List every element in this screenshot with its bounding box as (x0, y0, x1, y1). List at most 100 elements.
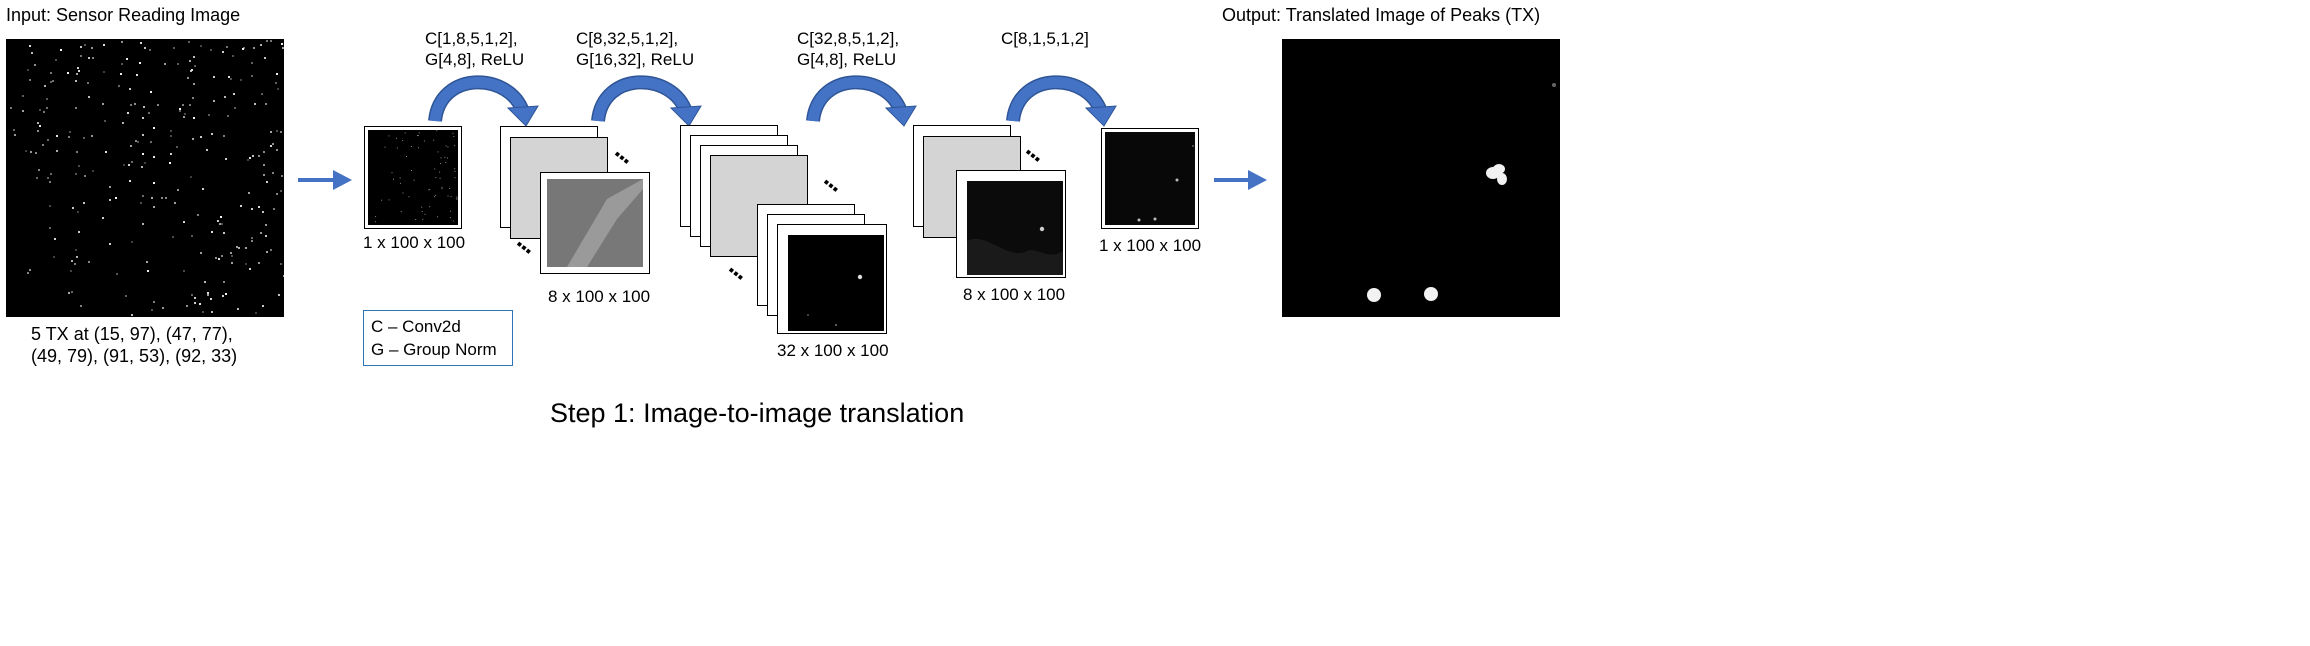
feature-dot (435, 177, 437, 178)
sensor-dot (270, 40, 272, 42)
sensor-dot (174, 202, 176, 204)
sensor-dot (50, 81, 52, 83)
sensor-dot (102, 217, 104, 219)
sensor-dot (60, 49, 62, 51)
sensor-dot (29, 45, 31, 47)
feature-dot (450, 210, 452, 212)
sensor-dot (122, 122, 124, 124)
sensor-dot (162, 307, 164, 309)
sensor-dot (103, 71, 105, 73)
feature-dot (396, 147, 398, 149)
sensor-dot (115, 197, 117, 199)
layer4-op-line1: C[8,1,5,1,2] (1001, 29, 1089, 48)
feature-dot (400, 211, 402, 213)
sensor-dot (170, 153, 172, 155)
sensor-dot (153, 301, 155, 303)
sensor-dot (121, 63, 123, 65)
sensor-dot (46, 107, 48, 109)
sensor-dot (277, 88, 279, 90)
stage3-plate-front (777, 224, 887, 334)
sensor-dot (183, 221, 185, 223)
sensor-dot (74, 263, 76, 265)
feature-dot (402, 192, 404, 194)
sensor-dot (71, 291, 73, 293)
sensor-dot (207, 294, 209, 296)
feature-dot (429, 188, 431, 190)
sensor-dot (130, 145, 132, 147)
sensor-dot (142, 134, 144, 136)
sensor-dot (164, 63, 166, 65)
sensor-dot (38, 169, 40, 171)
sensor-dot (69, 131, 71, 133)
sensor-dot (249, 268, 251, 270)
sensor-dot (184, 113, 186, 115)
sensor-dot (129, 88, 131, 90)
sensor-dot (141, 166, 143, 168)
sensor-dot (283, 275, 284, 277)
sensor-dot (263, 151, 265, 153)
sensor-dot (254, 103, 256, 105)
sensor-dot (80, 46, 82, 48)
sensor-dot (109, 243, 111, 245)
sensor-dot (231, 262, 233, 264)
feature-dot (396, 137, 397, 139)
sensor-dot (266, 251, 268, 253)
sensor-dot (84, 175, 86, 177)
sensor-dot (215, 257, 217, 259)
sensor-dot (142, 153, 144, 155)
sensor-dot (29, 79, 31, 81)
feature-dot (415, 219, 417, 220)
sensor-dot (223, 135, 225, 137)
sensor-dot (118, 85, 120, 87)
feature-dot (447, 195, 449, 197)
sensor-dot (182, 104, 184, 106)
sensor-dot (177, 63, 179, 65)
feature-dot (454, 145, 456, 147)
sensor-dot (151, 197, 153, 199)
sensor-dot (194, 65, 196, 67)
sensor-dot (211, 231, 213, 233)
sensor-dot (68, 136, 70, 138)
sensor-dot (240, 205, 242, 207)
feature-dot (445, 145, 447, 147)
sensor-dot (255, 312, 257, 314)
sensor-dot (275, 82, 277, 84)
sensor-dot (104, 120, 106, 122)
sensor-dot (120, 73, 122, 75)
sensor-dot (238, 247, 240, 249)
sensor-dot (266, 181, 268, 183)
sensor-dots (10, 40, 284, 316)
sensor-dot (47, 139, 49, 141)
feature-dot (423, 140, 425, 142)
sensor-dot (27, 272, 29, 274)
feature-dot (441, 186, 443, 188)
sensor-dot (194, 302, 196, 304)
sensor-dot (280, 190, 282, 192)
feature-dot (445, 162, 447, 163)
sensor-dot (53, 256, 55, 258)
sensor-dot (75, 80, 77, 82)
sensor-dot (222, 295, 224, 297)
sensor-dot (165, 197, 167, 199)
sensor-dot (260, 44, 262, 46)
sensor-dot (78, 70, 80, 72)
sensor-dot (183, 116, 185, 118)
layer1-op-line1: C[1,8,5,1,2], (425, 29, 518, 48)
sensor-dot (54, 238, 56, 240)
sensor-dot (189, 60, 191, 62)
sensor-dot (128, 164, 130, 166)
sensor-dot (77, 211, 79, 213)
sensor-dot (276, 73, 278, 75)
sensor-dot (206, 149, 208, 151)
sensor-dot (273, 208, 275, 210)
sensor-dot (80, 55, 82, 57)
sensor-dot (75, 107, 77, 109)
flow-arrows (298, 75, 1267, 190)
sensor-dot (172, 236, 174, 238)
tx-caption-line2: (49, 79), (91, 53), (92, 33) (31, 346, 238, 366)
sensor-dot (173, 47, 175, 49)
sensor-dot (170, 135, 172, 137)
sensor-dot (46, 98, 48, 100)
sensor-dot (272, 143, 274, 145)
feature-dot (433, 139, 435, 141)
